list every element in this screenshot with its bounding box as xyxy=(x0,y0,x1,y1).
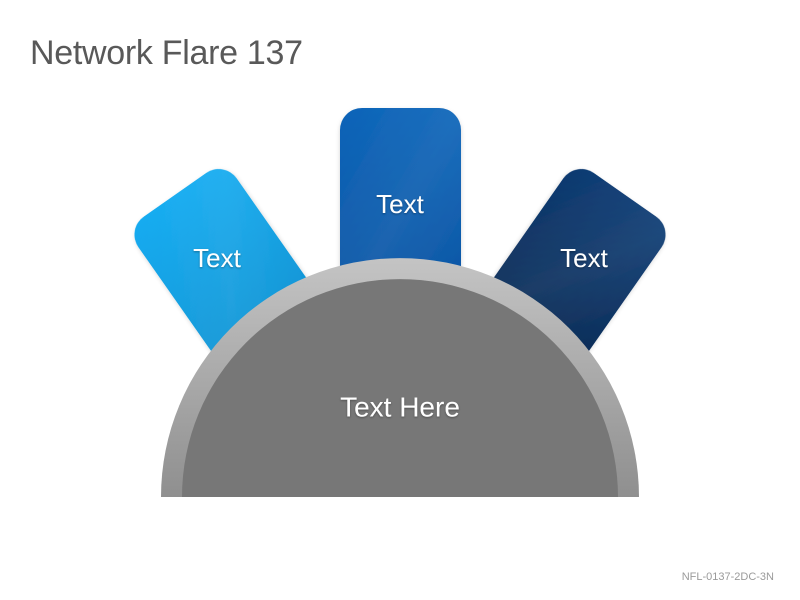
center-semicircle xyxy=(161,258,639,497)
slide-code: NFL-0137-2DC-3N xyxy=(681,571,774,583)
page-title: Network Flare 137 xyxy=(30,34,303,72)
petal-right-label: Text xyxy=(560,243,608,273)
petal-left-label: Text xyxy=(193,243,241,273)
center-label: Text Here xyxy=(340,391,460,422)
petal-middle-label: Text xyxy=(376,189,424,219)
center-semicircle-fill xyxy=(182,279,618,497)
